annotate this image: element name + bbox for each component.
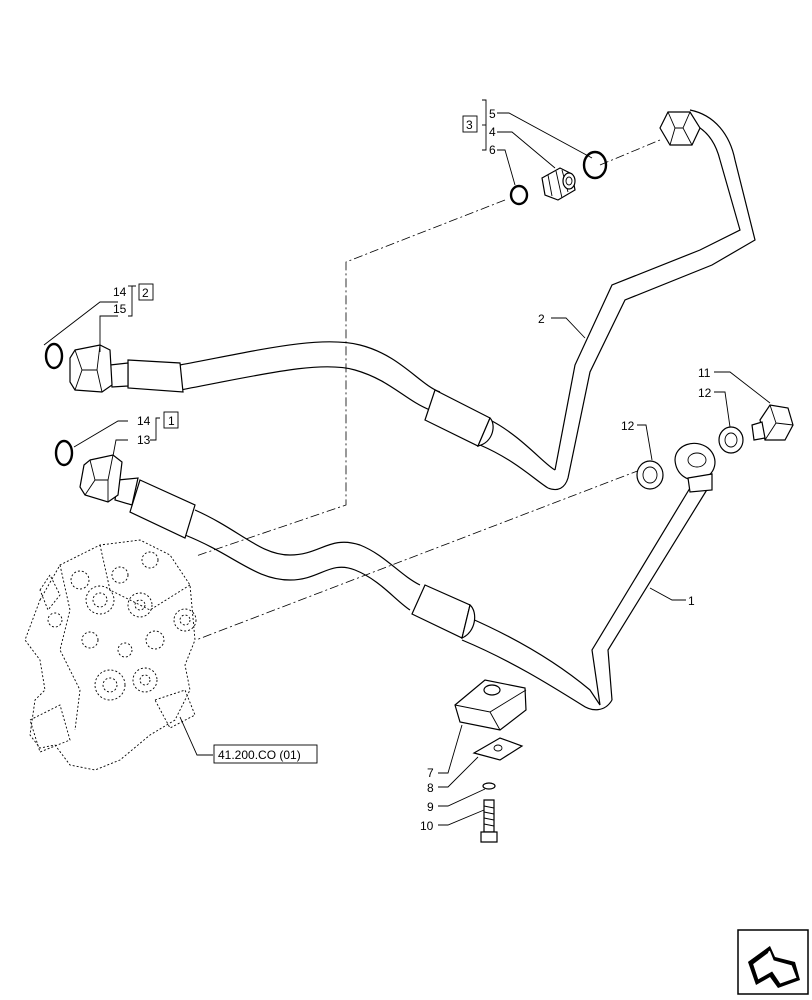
callout-7: 7 [427, 766, 434, 780]
callout-5: 5 [489, 107, 496, 121]
kit-boxes: 2 1 3 [138, 115, 478, 429]
kit-box-1: 1 [168, 414, 175, 428]
injection-pump [24, 539, 197, 771]
o-ring-6 [509, 184, 529, 206]
callout-10: 10 [420, 819, 434, 833]
fuel-pipe-2 [69, 109, 756, 491]
kit-box-2: 2 [142, 286, 149, 300]
callout-15: 15 [113, 302, 127, 316]
callout-4: 4 [489, 125, 496, 139]
callout-13: 13 [137, 433, 151, 447]
fuel-pipe-1 [79, 442, 716, 711]
callout-12-right: 12 [698, 386, 712, 400]
callout-9: 9 [427, 800, 434, 814]
callout-8: 8 [427, 781, 434, 795]
callout-14-upper: 14 [113, 285, 127, 299]
o-ring-14-lower [54, 439, 74, 467]
kit-box-3: 3 [466, 118, 473, 132]
callout-1: 1 [688, 594, 695, 608]
callout-11: 11 [698, 366, 711, 380]
callout-6: 6 [489, 143, 496, 157]
o-ring-14-upper [44, 342, 64, 370]
reference-box[interactable]: 41.200.CO (01) [213, 744, 318, 764]
alignment-lines [195, 139, 661, 641]
reference-label: 41.200.CO (01) [218, 748, 301, 762]
callouts: 14 15 14 13 5 4 6 2 1 11 12 12 7 8 9 10 [113, 107, 712, 833]
callout-2: 2 [538, 312, 545, 326]
small-parts [44, 150, 794, 843]
callout-14-lower: 14 [137, 414, 151, 428]
callout-12-left: 12 [621, 419, 635, 433]
o-ring-5 [582, 150, 608, 180]
next-page-arrow-icon[interactable] [737, 929, 809, 995]
leader-lines [43, 99, 771, 826]
